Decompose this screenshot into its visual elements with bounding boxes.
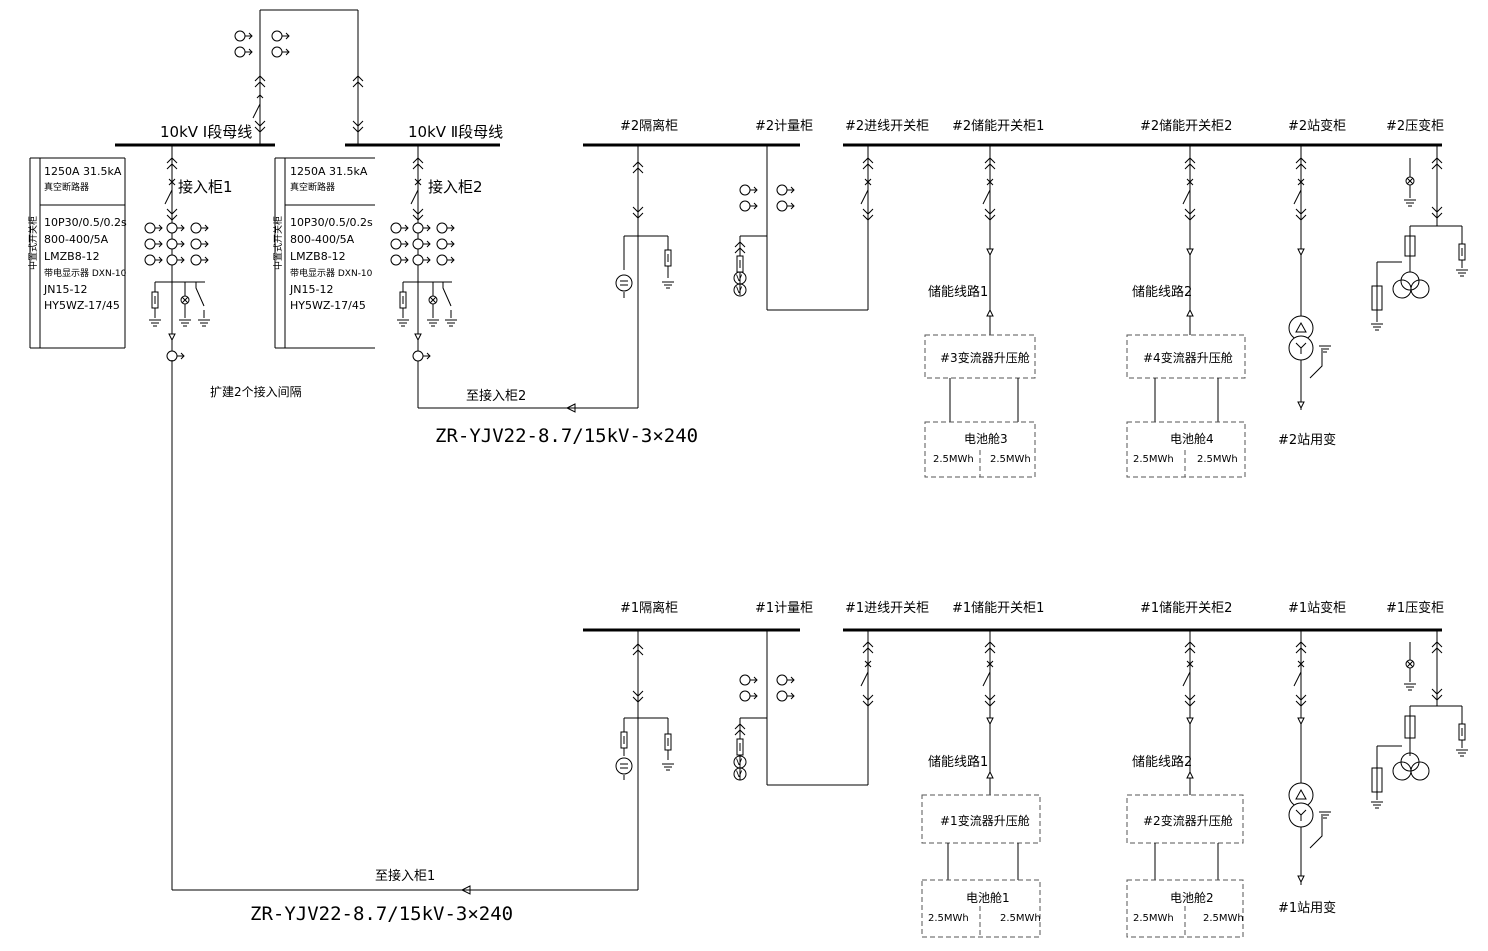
panel-2-ct-model: LMZB8-12 (290, 250, 346, 263)
upper-battery2-label: 电池舱4 (1170, 432, 1214, 446)
panel-2-breaker-rating: 1250A 31.5kA (290, 165, 368, 178)
upper-cap-c: 2.5MWh (1133, 454, 1174, 465)
upper-incoming-label: #2进线开关柜 (845, 119, 929, 134)
upper-voltage-label: #2压变柜 (1386, 118, 1444, 134)
upper-isolation-label: #2隔离柜 (620, 118, 678, 134)
lower-storage1-label: #1储能开关柜1 (952, 601, 1044, 616)
upper-line2-label: 储能线路2 (1132, 284, 1192, 300)
panel-2-indicator: 带电显示器 DXN-10 (290, 267, 373, 279)
upper-cable-label: ZR-YJV22-8.7/15kV-3×240 (435, 425, 698, 447)
cabinet-1-label: 接入柜1 (178, 178, 233, 196)
panel-1-ct-model: LMZB8-12 (44, 250, 100, 263)
panel-2-arrester-model: HY5WZ-17/45 (290, 299, 366, 312)
lower-incoming-label: #1进线开关柜 (845, 601, 929, 616)
lower-cable-label: ZR-YJV22-8.7/15kV-3×240 (250, 903, 513, 925)
panel-2-ct-ratio: 800-400/5A (290, 233, 355, 246)
lower-voltage-label: #1压变柜 (1386, 600, 1444, 616)
lower-conv1-label: #1变流器升压舱 (940, 813, 1030, 828)
lower-metering-label: #1计量柜 (755, 601, 813, 616)
lower-section: #1隔离柜 #1计量柜 #1进线开关柜 #1储能开关柜1 #1储能开关柜2 #1… (250, 600, 1469, 938)
lower-isolation-label: #1隔离柜 (620, 600, 678, 616)
expand-note: 扩建2个接入间隔 (210, 384, 302, 399)
upper-storage2-label: #2储能开关柜2 (1140, 119, 1232, 134)
lower-cap-b: 2.5MWh (1000, 913, 1041, 924)
panel-1-arrester-model: HY5WZ-17/45 (44, 299, 120, 312)
bus-ii-label: 10kV Ⅱ段母线 (408, 123, 503, 141)
lower-to-cabinet-label: 至接入柜1 (375, 868, 435, 884)
panel-1-indicator: 带电显示器 DXN-10 (44, 267, 127, 279)
panel-2-breaker-name: 真空断路器 (290, 181, 335, 193)
lower-line1-label: 储能线路1 (928, 754, 988, 770)
svg-text:V: V (736, 274, 743, 284)
panel-1-breaker-rating: 1250A 31.5kA (44, 165, 122, 178)
panel-2-switch-model: JN15-12 (289, 283, 333, 296)
lower-battery2-label: 电池舱2 (1170, 891, 1214, 905)
lower-cap-a: 2.5MWh (928, 913, 969, 924)
panel-1-ct-spec: 10P30/0.5/0.2s (44, 216, 127, 229)
upper-line1-label: 储能线路1 (928, 284, 988, 300)
bus-i-label: 10kV Ⅰ段母线 (160, 123, 252, 141)
upper-conv1-label: #3变流器升压舱 (940, 350, 1030, 365)
upper-section: #2隔离柜 #2计量柜 #2进线开关柜 #2储能开关柜1 #2储能开关柜2 #2… (435, 118, 1469, 478)
lower-battery1-label: 电池舱1 (966, 891, 1010, 905)
lower-conv2-label: #2变流器升压舱 (1143, 813, 1233, 828)
lower-station-transformer-label: #1站用变 (1278, 900, 1336, 916)
lower-cap-c: 2.5MWh (1133, 913, 1174, 924)
panel-2-ct-spec: 10P30/0.5/0.2s (290, 216, 373, 229)
lower-station-label: #1站变柜 (1288, 600, 1346, 616)
panel-1-switch-model: JN15-12 (43, 283, 87, 296)
cabinet-2-label: 接入柜2 (428, 178, 483, 196)
upper-metering-label: #2计量柜 (755, 119, 813, 134)
upper-to-cabinet-label: 至接入柜2 (466, 388, 526, 404)
panel-2-side-label: 中置式开关柜 (272, 216, 284, 270)
upper-cap-b: 2.5MWh (990, 454, 1031, 465)
lower-line2-label: 储能线路2 (1132, 754, 1192, 770)
upper-station-label: #2站变柜 (1288, 118, 1346, 134)
left-section: 10kV Ⅰ段母线 10kV Ⅱ段母线 中置式开关柜 1250A 31.5kA … (27, 9, 638, 895)
upper-battery1-label: 电池舱3 (964, 432, 1008, 446)
upper-cap-d: 2.5MWh (1197, 454, 1238, 465)
panel-1-breaker-name: 真空断路器 (44, 181, 89, 193)
upper-cap-a: 2.5MWh (933, 454, 974, 465)
svg-text:V: V (736, 770, 743, 780)
upper-station-transformer-label: #2站用变 (1278, 432, 1336, 448)
svg-text:V: V (736, 286, 743, 296)
panel-2: 中置式开关柜 1250A 31.5kA 真空断路器 10P30/0.5/0.2s… (272, 157, 375, 349)
lower-cap-d: 2.5MWh (1203, 913, 1244, 924)
upper-storage1-label: #2储能开关柜1 (952, 119, 1044, 134)
panel-1: 中置式开关柜 1250A 31.5kA 真空断路器 10P30/0.5/0.2s… (27, 157, 127, 349)
upper-conv2-label: #4变流器升压舱 (1143, 350, 1233, 365)
panel-1-side-label: 中置式开关柜 (27, 216, 39, 270)
panel-1-ct-ratio: 800-400/5A (44, 233, 109, 246)
svg-text:V: V (736, 758, 743, 768)
lower-storage2-label: #1储能开关柜2 (1140, 601, 1232, 616)
